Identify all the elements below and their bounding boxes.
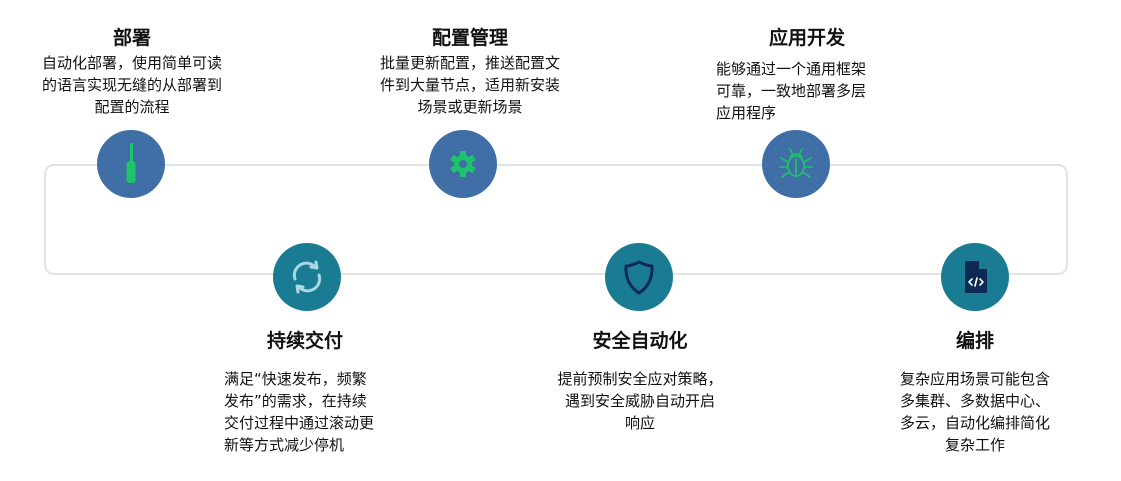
- step-title-security: 安全自动化: [592, 330, 688, 352]
- orchestration-node: [941, 243, 1009, 311]
- step-desc-appdev: 能够通过一个通用框架 可靠，一致地部署多层 应用程序: [716, 60, 867, 122]
- refresh-icon: [292, 260, 322, 294]
- step-title-appdev: 应用开发: [768, 27, 845, 49]
- step-desc-config: 批量更新配置，推送配置文 件到大量节点，适用新安装 场景或更新场景: [379, 54, 560, 116]
- step-title-orchestration: 编排: [955, 330, 994, 352]
- step-desc-orchestration: 复杂应用场景可能包含 多集群、多数据中心、 多云，自动化编排简化 复杂工作: [899, 370, 1050, 454]
- gear-icon: [450, 151, 476, 177]
- step-desc-delivery: 满足“快速发布，频繁 发布”的需求，在持续 交付过程中通过滚动更 新等方式减少停…: [224, 370, 375, 454]
- step-desc-security: 提前预制安全应对策略， 遇到安全威胁自动开启 响应: [557, 370, 723, 432]
- security-node: [605, 243, 673, 311]
- delivery-node: [273, 243, 341, 311]
- code-file-icon: [965, 261, 987, 293]
- appdev-node: [762, 130, 830, 198]
- config-node: [429, 130, 497, 198]
- shield-icon: [624, 260, 654, 295]
- step-title-config: 配置管理: [431, 27, 508, 49]
- step-title-delivery: 持续交付: [266, 330, 343, 352]
- screwdriver-icon: [126, 143, 136, 183]
- deploy-node: [97, 130, 165, 198]
- step-desc-deploy: 自动化部署，使用简单可读 的语言实现无缝的从部署到 配置的流程: [41, 54, 222, 116]
- bug-icon: [779, 148, 813, 178]
- timeline-track: [44, 164, 1068, 275]
- step-title-deploy: 部署: [112, 27, 151, 49]
